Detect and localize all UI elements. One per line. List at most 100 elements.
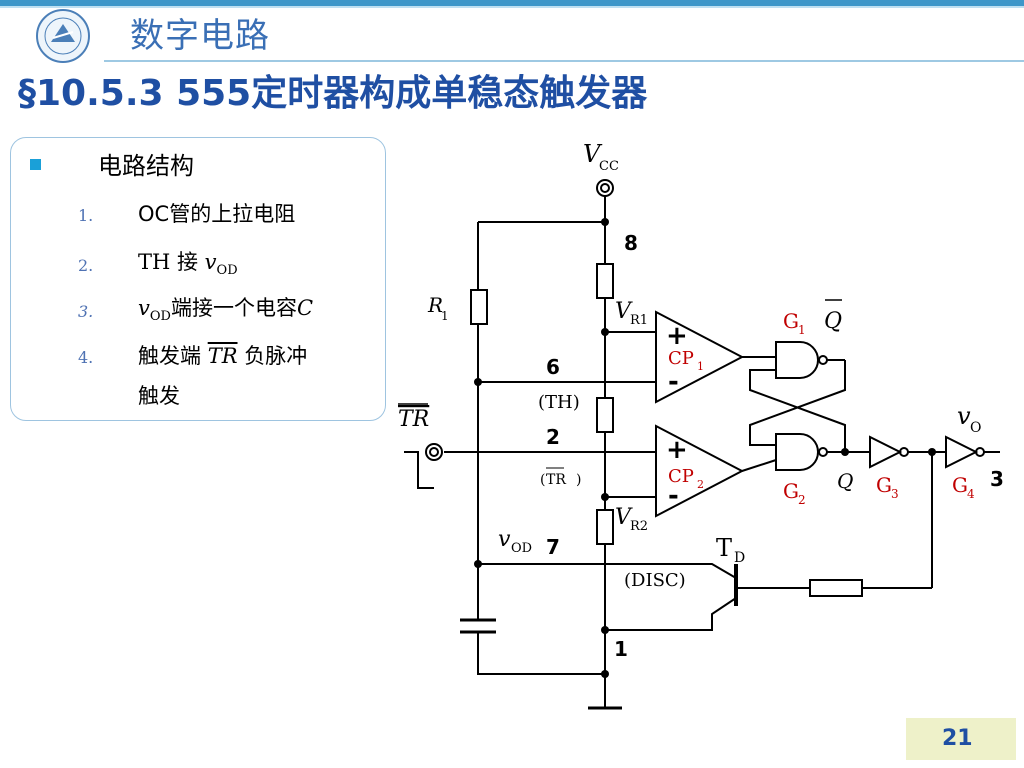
- th-label: (TH): [538, 392, 580, 413]
- g2-sub: 2: [798, 493, 806, 507]
- page-number-box: [906, 718, 1016, 760]
- item-number: 1.: [78, 206, 94, 225]
- g1-label: G: [783, 309, 799, 333]
- q-label: Q: [837, 469, 853, 493]
- item-var: v: [204, 250, 217, 274]
- tr-paren-label: TR: [546, 472, 566, 488]
- wire-cross-1: [749, 369, 846, 452]
- pin-3: 3: [990, 467, 1004, 491]
- item-var: v: [138, 296, 150, 320]
- r1-label: R: [427, 293, 443, 317]
- tr-label: TR: [398, 407, 429, 432]
- r1-sub: 1: [441, 309, 449, 323]
- nand-gate-g1: [775, 341, 819, 379]
- disc-label: (DISC): [624, 570, 686, 591]
- comparator-cp1: [655, 310, 745, 404]
- top-accent-bar: [0, 0, 1024, 6]
- junction-dot: [474, 560, 482, 568]
- vod-label: v: [498, 527, 511, 552]
- bullet-square-icon: [30, 159, 41, 170]
- tr-paren-close: ): [576, 472, 581, 488]
- cp2-minus: -: [668, 481, 679, 511]
- list-item: OC管的上拉电阻: [138, 202, 296, 226]
- item-text: 负脉冲: [237, 344, 308, 368]
- junction-dot: [601, 218, 609, 226]
- cp1-label: CP: [668, 348, 694, 369]
- junction-dot: [601, 493, 609, 501]
- item-var: TR: [207, 344, 238, 368]
- junction-dot: [841, 448, 849, 456]
- list-item: TH 接 vOD: [138, 246, 238, 278]
- resistor-r1: [470, 289, 488, 325]
- top-accent-bar-light: [0, 6, 1024, 8]
- course-title: 数字电路: [130, 16, 270, 56]
- comparator-cp2: [655, 424, 745, 518]
- nand-gate-g2: [775, 433, 819, 471]
- junction-dot: [601, 626, 609, 634]
- resistor-base: [809, 579, 863, 597]
- item-text: 触发端: [138, 344, 208, 368]
- g3-sub: 3: [891, 487, 899, 501]
- g2-label: G: [783, 479, 799, 503]
- page-title: §10.5.3 555定时器构成单稳态触发器: [18, 73, 648, 114]
- tr-terminal-inner: [429, 447, 439, 457]
- junction-dot: [928, 448, 936, 456]
- resistor-div-2: [596, 397, 614, 433]
- wire-cp2-g2: [741, 459, 777, 472]
- page-number: 21: [942, 726, 973, 751]
- pin-6: 6: [546, 355, 560, 379]
- vo-label: v: [957, 402, 971, 430]
- list-item: 触发端 TR 负脉冲: [138, 340, 307, 370]
- junction-dot: [601, 670, 609, 678]
- resistor-div-3: [596, 509, 614, 545]
- td-sub: D: [734, 550, 745, 566]
- junction-dot: [474, 378, 482, 386]
- header-divider: [104, 60, 1024, 62]
- vo-sub: O: [970, 420, 981, 436]
- university-logo: [36, 9, 90, 63]
- inverter-g3: [869, 435, 903, 469]
- vod-sub: OD: [511, 541, 532, 556]
- junction-dot: [601, 328, 609, 336]
- vr2-label: V: [615, 505, 633, 530]
- pin-7: 7: [546, 535, 560, 559]
- cp2-sub: 2: [697, 478, 704, 491]
- section-heading: 电路结构: [98, 152, 194, 180]
- g1-sub: 1: [798, 323, 806, 337]
- inverter-g4: [945, 435, 979, 469]
- g4-label: G: [952, 473, 968, 497]
- vr1-label: V: [615, 299, 633, 324]
- item-sub: OD: [216, 263, 238, 279]
- cp1-plus: +: [666, 321, 688, 351]
- gate-g1-bubble: [818, 355, 828, 365]
- cp2-plus: +: [666, 435, 688, 465]
- g3-label: G: [876, 473, 892, 497]
- list-item-continued: 触发: [138, 384, 180, 408]
- cp2-label: CP: [668, 466, 694, 487]
- cp1-minus: -: [668, 367, 679, 397]
- gate-g2-bubble: [818, 447, 828, 457]
- vcc-terminal-inner: [600, 183, 610, 193]
- qbar-label: Q: [824, 309, 842, 334]
- item-number: 4.: [78, 348, 94, 367]
- tr-pulse-icon: [404, 451, 434, 489]
- item-var: C: [296, 296, 314, 320]
- g4-sub: 4: [967, 487, 975, 501]
- pin-2: 2: [546, 425, 560, 449]
- vcc-label: V: [583, 140, 603, 168]
- tr-terminal: [425, 443, 443, 461]
- wire-emitter: [605, 597, 737, 631]
- item-sub: OD: [149, 309, 171, 325]
- item-number: 3.: [78, 302, 94, 321]
- content-panel: [10, 137, 386, 421]
- vcc-terminal: [596, 179, 614, 197]
- wire-cap-ground: [477, 632, 605, 675]
- item-number: 2.: [78, 256, 94, 275]
- item-text: 端接一个电容: [170, 296, 297, 320]
- cp1-sub: 1: [697, 360, 704, 373]
- vr2-sub: R2: [630, 519, 648, 534]
- wire-collector: [478, 563, 737, 579]
- wire-cross-2: [749, 360, 846, 446]
- pin-1: 1: [614, 637, 628, 661]
